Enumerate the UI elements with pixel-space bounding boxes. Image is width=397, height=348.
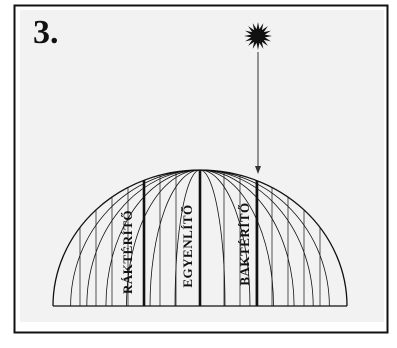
tropic-right-label: BAKTÉRÍTŐ <box>237 202 252 285</box>
figure-number: 3. <box>33 16 59 50</box>
sun-icon <box>244 22 272 50</box>
diagram-panel <box>20 10 384 322</box>
tropic-left-label: RÁKTÉRÍTŐ <box>120 210 135 294</box>
equator-label: EGYENLÍTŐ <box>180 204 195 287</box>
